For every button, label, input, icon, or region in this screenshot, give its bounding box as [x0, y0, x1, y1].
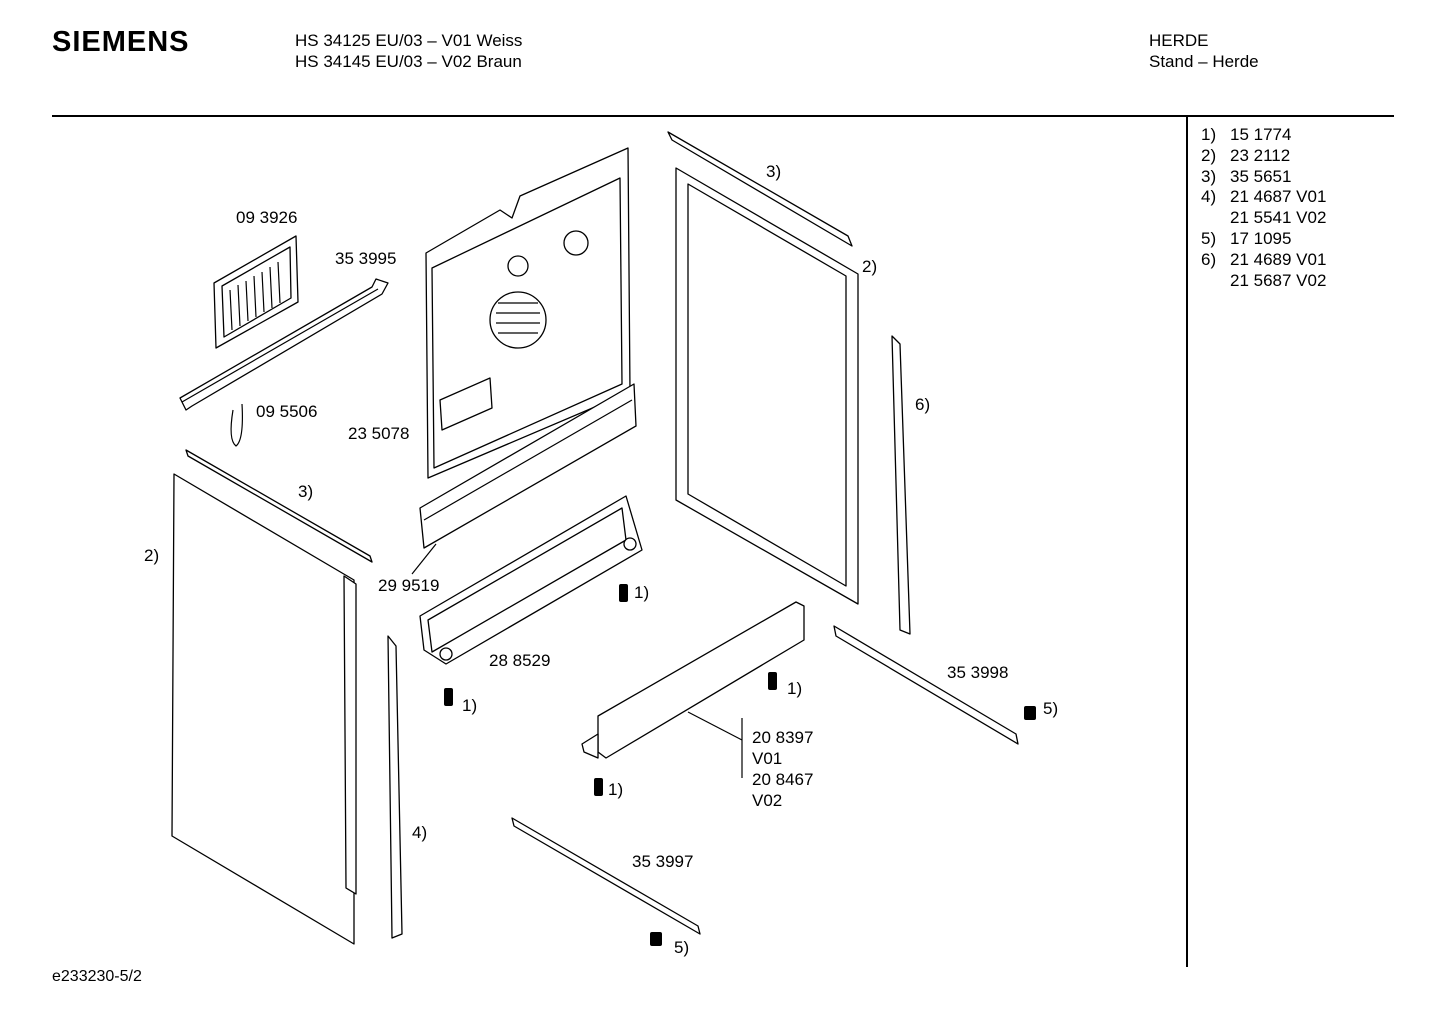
- part-label: 09 3926: [236, 208, 298, 227]
- part-label: 28 8529: [489, 651, 551, 670]
- legend-row: 4)21 4687 V01: [1201, 187, 1327, 207]
- rail-part-353997: [511, 817, 701, 935]
- vent-grille-part: [213, 235, 299, 349]
- part-label: V02: [752, 791, 783, 810]
- part-label: 5): [1043, 699, 1059, 718]
- left-side-panel-part: [171, 473, 357, 945]
- part-label: 23 5078: [348, 424, 410, 443]
- part-label: 29 9519: [378, 576, 440, 595]
- legend-divider: [1186, 117, 1188, 967]
- legend-row: 5)17 1095: [1201, 228, 1292, 248]
- clip-part-5: [650, 706, 1036, 946]
- rail-part-353998: [833, 625, 1019, 745]
- part-label: 1): [787, 679, 803, 698]
- drawing-number: e233230-5/2: [52, 968, 142, 985]
- strip-part-4: [387, 635, 403, 939]
- base-pan-part: [419, 495, 643, 665]
- part-label: 3): [298, 482, 314, 501]
- part-label: V01: [752, 749, 783, 768]
- part-label: 3): [766, 162, 782, 181]
- part-label: 6): [915, 395, 931, 414]
- header-divider: [52, 115, 1394, 117]
- part-label: 20 8467: [752, 770, 814, 789]
- part-label: 20 8397: [752, 728, 814, 747]
- model-list: HS 34125 EU/03 – V01 Weiss HS 34145 EU/0…: [295, 30, 522, 72]
- category-line-2: Stand – Herde: [1149, 52, 1259, 71]
- part-label: 35 3997: [632, 852, 694, 871]
- part-label: 1): [634, 583, 650, 602]
- legend-row: 21 5541 V02: [1230, 208, 1327, 228]
- screw-part: [444, 584, 777, 796]
- legend-row: 1)15 1774: [1201, 125, 1292, 144]
- category-line-1: HERDE: [1149, 31, 1209, 50]
- legend-row: 2)23 2112: [1201, 145, 1291, 165]
- leader-lines: [411, 543, 743, 778]
- legend-row: 6)21 4689 V01: [1201, 249, 1327, 269]
- part-label: 09 5506: [256, 402, 318, 421]
- part-label: 1): [462, 696, 478, 715]
- model-line-2: HS 34145 EU/03 – V02 Braun: [295, 52, 522, 71]
- legend-row: 21 5687 V02: [1230, 270, 1327, 290]
- brand-logo: SIEMENS: [52, 26, 190, 58]
- part-label: 4): [412, 823, 428, 842]
- top-rail-right-part: [667, 131, 853, 247]
- top-rail-left-part: [185, 449, 373, 563]
- rear-panel-part: [425, 147, 631, 479]
- parts-legend: 1)15 1774 2)23 2112 3)35 5651 4)21 4687 …: [1201, 125, 1326, 291]
- part-label: 35 3995: [335, 249, 397, 268]
- legend-row: 3)35 5651: [1201, 166, 1292, 186]
- part-label: 2): [144, 546, 160, 565]
- strip-part-6: [891, 335, 911, 635]
- part-label: 2): [862, 257, 878, 276]
- rail-part-299519: [419, 383, 637, 549]
- part-label: 35 3998: [947, 663, 1009, 682]
- right-frame-part: [675, 167, 859, 605]
- model-line-1: HS 34125 EU/03 – V01 Weiss: [295, 31, 523, 50]
- bracket-part-353995: [179, 278, 389, 411]
- part-label: 5): [674, 938, 690, 957]
- clip-part: [230, 403, 243, 447]
- category: HERDE Stand – Herde: [1149, 30, 1259, 72]
- front-channel-part: [581, 601, 805, 759]
- part-label: 1): [608, 780, 624, 799]
